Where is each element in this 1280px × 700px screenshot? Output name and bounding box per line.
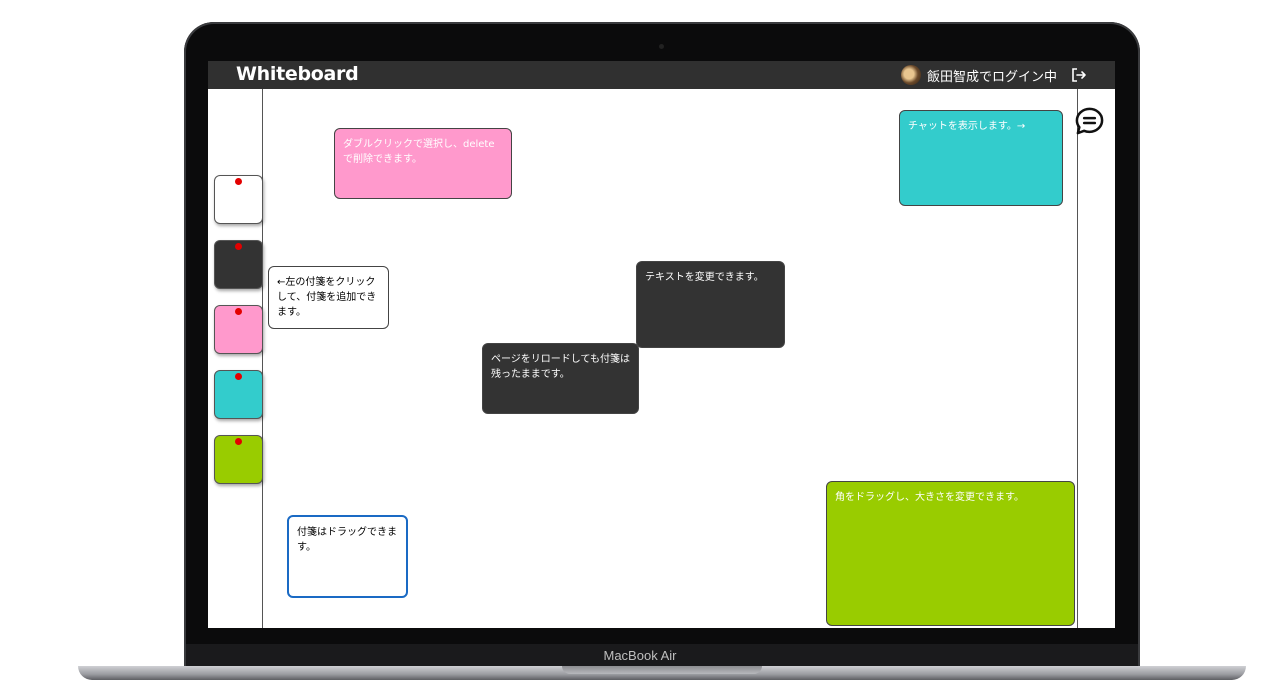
- pin-icon: [235, 308, 242, 315]
- device-model-label: MacBook Air: [603, 648, 677, 663]
- avatar: [900, 65, 921, 85]
- login-status-label: 飯田智成でログイン中: [926, 69, 1057, 85]
- app-screen: Whiteboard 飯田智成でログイン中 ダブルクリックで選択し、delete…: [208, 61, 1115, 628]
- app-header: Whiteboard 飯田智成でログイン中: [208, 61, 1115, 89]
- palette-note-green[interactable]: [214, 435, 263, 484]
- bezel-bottom: [186, 644, 1138, 668]
- camera: [659, 44, 664, 49]
- pin-icon: [235, 178, 242, 185]
- sticky-note[interactable]: ページをリロードしても付箋は残ったままです。: [482, 343, 639, 414]
- sticky-note[interactable]: チャットを表示します。→: [899, 110, 1063, 206]
- palette-note-pink[interactable]: [214, 305, 263, 354]
- app-title: Whiteboard: [236, 63, 359, 85]
- pin-icon: [235, 438, 242, 445]
- sticky-note[interactable]: ←左の付箋をクリックして、付箋を追加できます。: [268, 266, 389, 329]
- laptop-base-notch: [562, 666, 762, 674]
- palette-note-cyan[interactable]: [214, 370, 263, 419]
- chat-divider: [1077, 89, 1078, 628]
- sticky-note[interactable]: 角をドラッグし、大きさを変更できます。: [826, 481, 1075, 626]
- pin-icon: [235, 373, 242, 380]
- palette-note-black[interactable]: [214, 240, 263, 289]
- palette-note-white[interactable]: [214, 175, 263, 224]
- user-area: 飯田智成でログイン中: [900, 65, 1087, 85]
- palette-divider: [262, 89, 263, 628]
- sticky-note[interactable]: テキストを変更できます。: [636, 261, 785, 348]
- logout-icon[interactable]: [1071, 67, 1087, 83]
- sticky-note-selected[interactable]: 付箋はドラッグできます。: [287, 515, 408, 598]
- chat-bubble-icon[interactable]: [1074, 106, 1105, 137]
- pin-icon: [235, 243, 242, 250]
- sticky-note[interactable]: ダブルクリックで選択し、deleteで削除できます。: [334, 128, 512, 199]
